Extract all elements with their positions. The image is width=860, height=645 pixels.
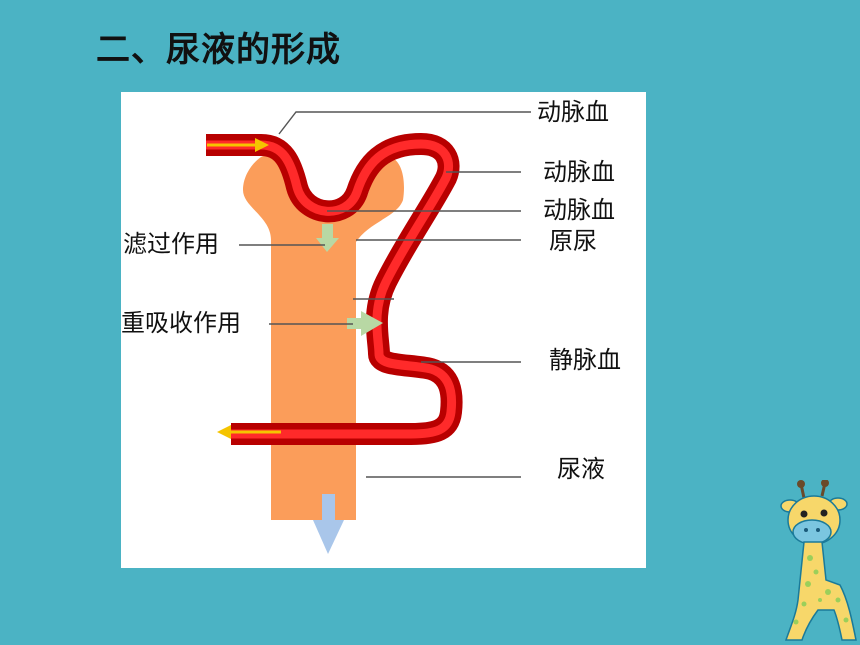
- arrow-blood-in-icon: [207, 138, 269, 152]
- arrow-urine-icon: [313, 494, 344, 554]
- label-primary-urine: 原尿: [549, 227, 597, 255]
- urine-formation-diagram: 动脉血 动脉血 动脉血 原尿 滤过作用 重吸收作用 静脉血 尿液: [121, 92, 646, 568]
- leader-lines: [239, 111, 531, 478]
- label-reabsorption: 重吸收作用: [121, 309, 241, 337]
- arrow-filtration-icon: [316, 224, 339, 252]
- label-artery-in: 动脉血: [537, 98, 609, 126]
- label-urine: 尿液: [557, 455, 605, 483]
- label-artery-out: 动脉血: [543, 196, 615, 224]
- leader-artery-in: [278, 111, 531, 135]
- label-artery-glomerulus: 动脉血: [543, 158, 615, 186]
- giraffe-icon: [780, 480, 857, 641]
- nephron-illustration: [206, 111, 531, 554]
- slide-title: 二、尿液的形成: [96, 30, 341, 70]
- label-filtration: 滤过作用: [123, 230, 219, 258]
- arrow-blood-out-icon: [217, 425, 281, 439]
- arrow-reabsorption-icon: [347, 311, 383, 336]
- label-venous: 静脉血: [549, 346, 621, 374]
- blood-vessel-inner: [206, 139, 457, 439]
